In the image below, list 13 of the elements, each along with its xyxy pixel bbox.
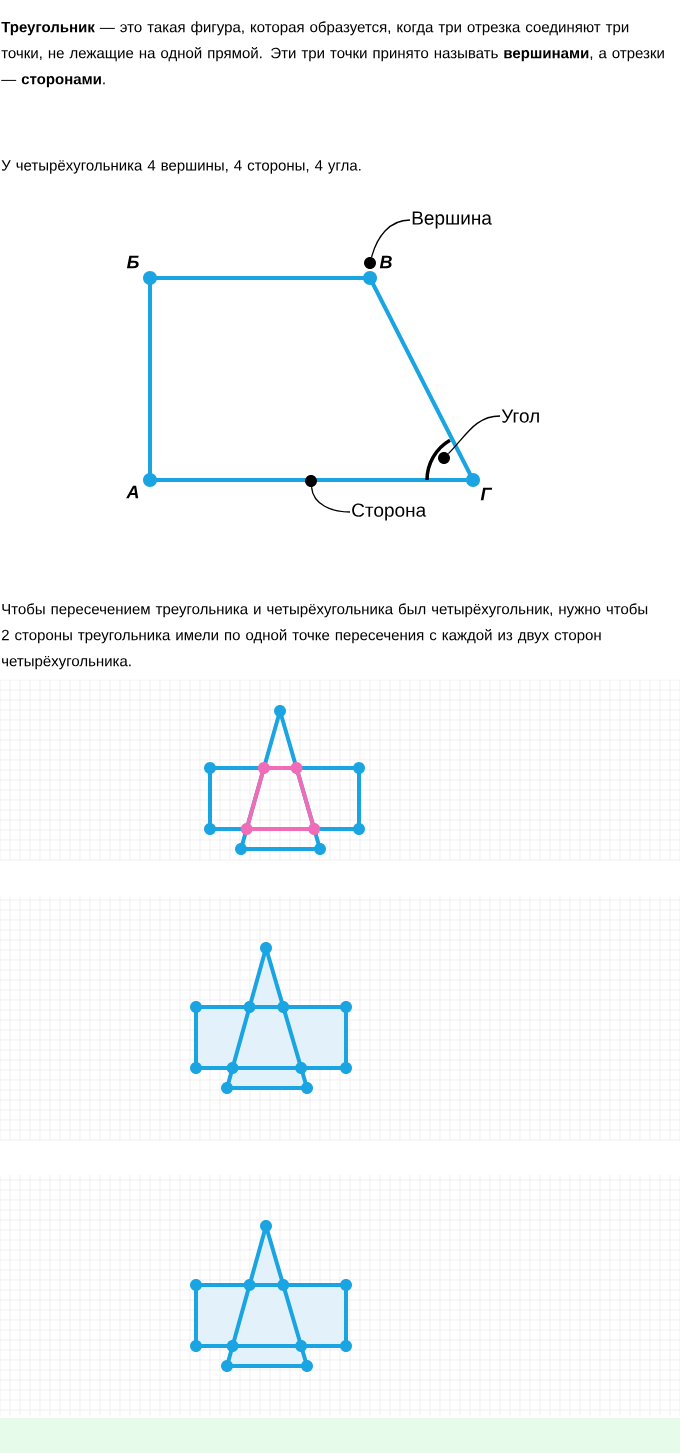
leader-line — [310, 486, 351, 513]
paragraph: Треугольник — это такая фигура, которая образуется, когда три отрезка соединяют три точки, не лежащие на одной прямой. Эти три точки принято называть вершинами, а отрезки — сторонами. — [1, 21, 664, 88]
callout-label: Сторона — [352, 503, 427, 521]
callout-label: Угол — [501, 409, 539, 423]
paragraph: Чтобы пересечением треугольника и четырёхугольника был четырёхугольник, нужно чтобы 2 стороны треугольника имели по одной точке пересечения с каждой из двух сторон четырёхугольника. — [1, 603, 648, 670]
vertex-label: Б — [126, 255, 139, 269]
leader-line — [447, 415, 501, 455]
callout-label: Вершина — [412, 211, 492, 229]
paragraph: У четырёхугольника 4 вершины, 4 стороны, 4 угла. — [1, 160, 361, 174]
vertex-label: А — [126, 485, 139, 499]
vertex-label: В — [379, 255, 392, 269]
vertex-label: Г — [480, 487, 493, 501]
leader-line — [370, 219, 411, 258]
